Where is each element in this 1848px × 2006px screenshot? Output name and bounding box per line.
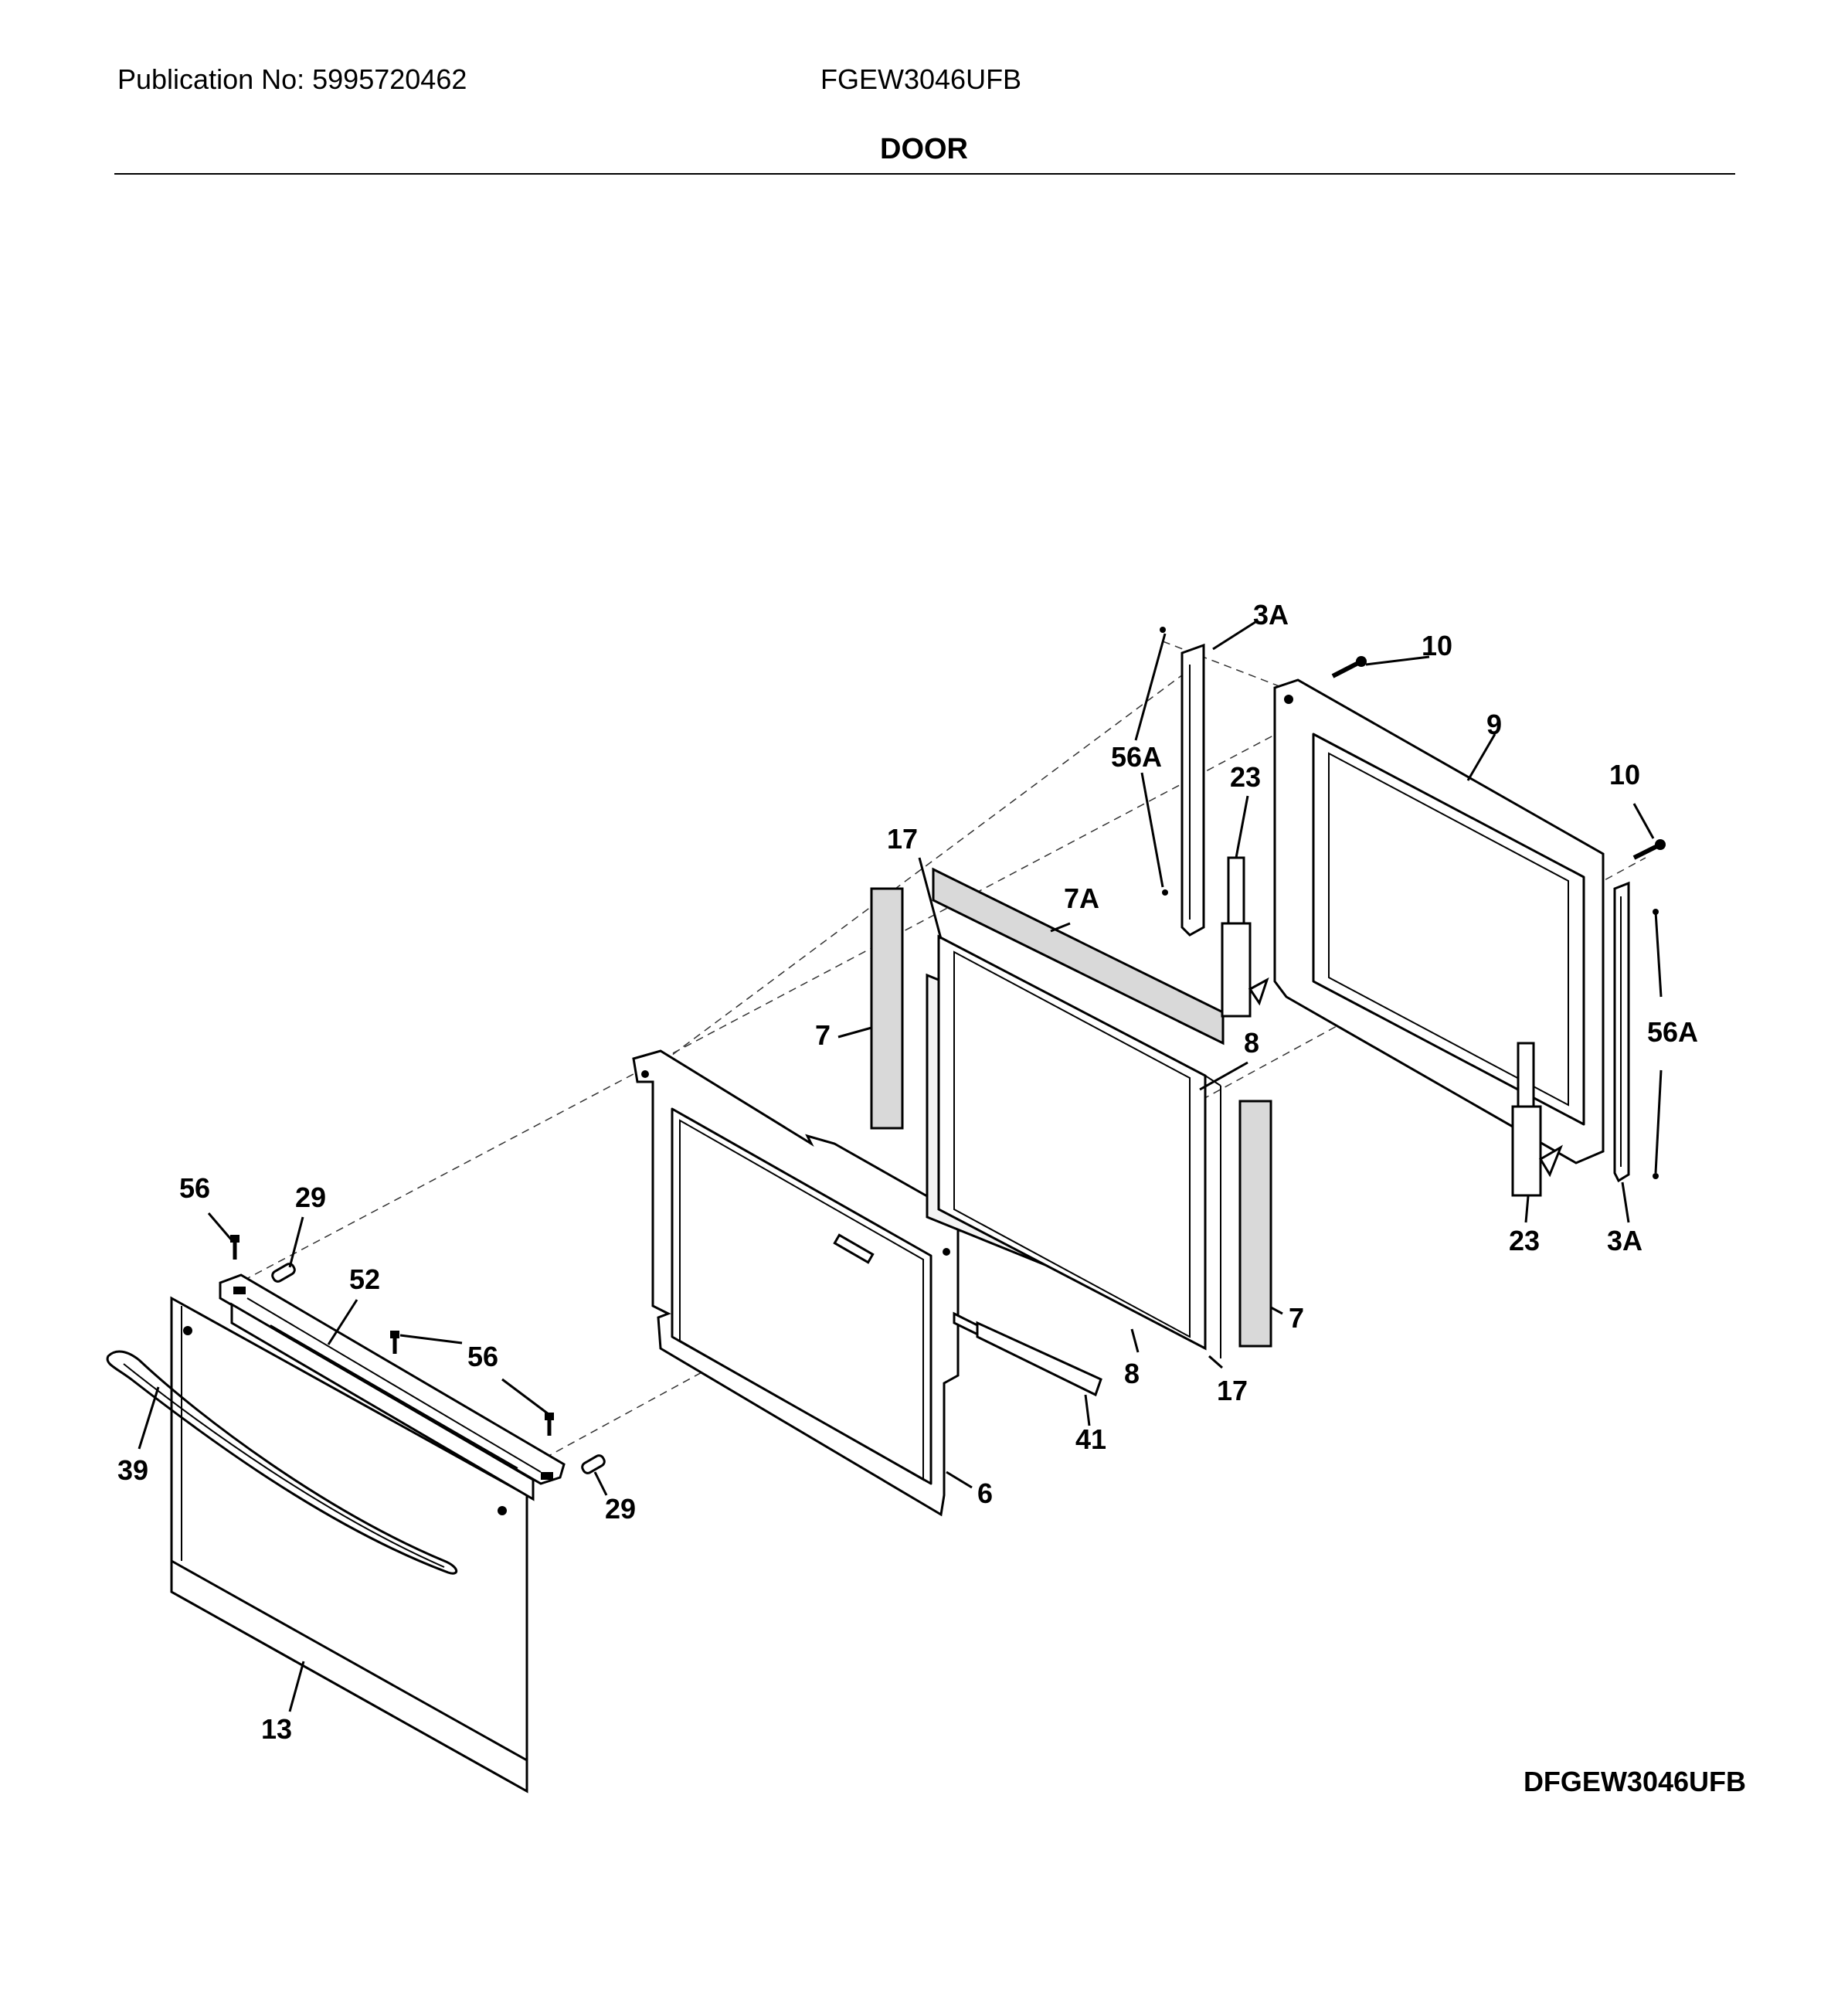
glass-frame-17 <box>937 934 1221 1358</box>
callout-23-top: 23 <box>1230 761 1261 793</box>
leader-lines <box>138 620 1663 1712</box>
callout-56a-left: 56A <box>1111 741 1162 773</box>
callout-9: 9 <box>1486 709 1502 740</box>
screw-56a-4 <box>1653 1173 1659 1179</box>
inner-door-frame <box>632 1049 960 1517</box>
callout-17-bottom: 17 <box>1217 1375 1248 1406</box>
callout-7a: 7A <box>1064 882 1099 914</box>
gasket-7a <box>932 867 1225 1046</box>
screw-56a-2 <box>1162 889 1168 896</box>
callout-56a-right: 56A <box>1647 1016 1698 1048</box>
side-gasket-7-right <box>1238 1100 1272 1348</box>
screw-56a-1 <box>1160 627 1166 633</box>
callout-13: 13 <box>261 1713 292 1745</box>
screw-56-a <box>230 1235 239 1260</box>
screw-10-right <box>1632 839 1666 860</box>
callout-52: 52 <box>349 1263 380 1295</box>
model-number: FGEW3046UFB <box>820 63 1022 95</box>
header-rule <box>114 173 1735 175</box>
callout-3a-bottom: 3A <box>1607 1225 1642 1256</box>
side-gasket-7-left <box>870 887 904 1130</box>
lower-channel-41 <box>953 1311 1102 1397</box>
hinge-23-bottom <box>1511 1042 1564 1197</box>
callout-41: 41 <box>1075 1423 1106 1455</box>
callout-7-right: 7 <box>1289 1302 1304 1334</box>
top-trim-bracket <box>219 1273 566 1501</box>
callout-10-top: 10 <box>1422 630 1452 661</box>
inner-door-liner <box>1273 678 1605 1164</box>
diagram-code: DFGEW3046UFB <box>1523 1766 1746 1797</box>
hinge-receiver-3a-right <box>1613 881 1630 1183</box>
hinge-23-top <box>1221 856 1269 1018</box>
screw-10-top <box>1331 656 1367 678</box>
screw-56-c <box>545 1413 554 1436</box>
callout-17-top: 17 <box>887 823 918 855</box>
hinge-receiver-3a-left <box>1180 643 1205 937</box>
callout-29-top: 29 <box>295 1182 326 1213</box>
callout-labels: 3A 10 9 56A 23 10 17 7A 56A 7 8 23 3A 56… <box>117 599 1698 1745</box>
callout-10-right: 10 <box>1609 759 1640 790</box>
callout-39: 39 <box>117 1454 148 1486</box>
callout-56-left: 56 <box>179 1172 210 1204</box>
callout-3a-top: 3A <box>1253 599 1289 631</box>
callout-29-bottom: 29 <box>605 1493 636 1525</box>
spacer-29-b <box>581 1454 606 1474</box>
callout-6: 6 <box>977 1477 993 1509</box>
outer-door-panel <box>170 1296 528 1794</box>
screw-56-b <box>390 1331 399 1354</box>
publication-number: Publication No: 5995720462 <box>117 63 467 95</box>
callout-8-top: 8 <box>1244 1027 1259 1059</box>
callout-8-bottom: 8 <box>1124 1358 1140 1389</box>
page-title: DOOR <box>880 133 968 165</box>
callout-7-left: 7 <box>815 1019 831 1051</box>
spacer-29-a <box>271 1263 296 1283</box>
callout-23-bottom: 23 <box>1509 1225 1540 1256</box>
callout-56-mid: 56 <box>467 1341 498 1372</box>
